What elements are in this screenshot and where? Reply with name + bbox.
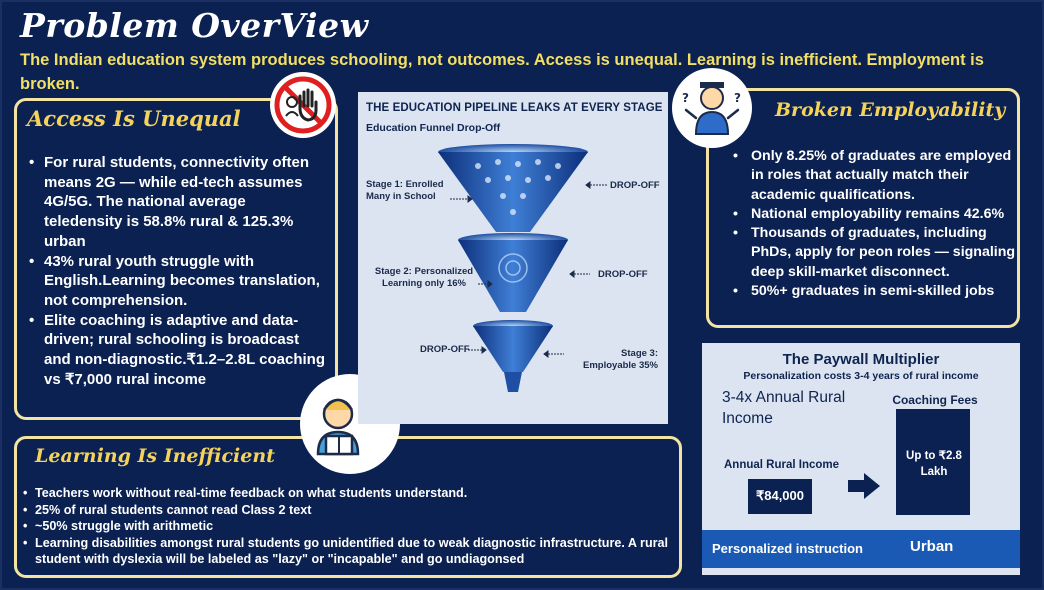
confused-graduate-icon: ? ?: [672, 68, 752, 148]
funnel-graphic: [438, 144, 608, 392]
coaching-fees-label: Coaching Fees: [892, 393, 978, 407]
student-reading-idea-icon: [300, 374, 400, 474]
employability-item: Thousands of graduates, including PhDs, …: [731, 224, 1017, 282]
access-item: 43% rural youth struggle with English.Le…: [27, 252, 327, 311]
dropoff-label-2: DROP-OFF: [598, 269, 648, 280]
access-title: Access Is Unequal: [27, 106, 241, 131]
stage1-label: Stage 1: Enrolled Many in School: [366, 179, 444, 202]
learning-title: Learning Is Inefficient: [35, 445, 275, 467]
dropoff-label-1: DROP-OFF: [610, 180, 660, 191]
funnel-title: THE EDUCATION PIPELINE LEAKS AT EVERY ST…: [366, 102, 663, 114]
dropoff-label-3: DROP-OFF: [420, 344, 470, 355]
footer-urban-label: Urban: [910, 538, 954, 555]
rural-income-value: ₹84,000: [755, 488, 805, 503]
svg-text:?: ?: [734, 91, 741, 105]
learning-list: Teachers work without real-time feedback…: [21, 485, 681, 568]
paywall-footer: Personalized instruction Urban: [702, 530, 1020, 568]
access-item: Elite coaching is adaptive and data-driv…: [27, 311, 327, 390]
employability-panel: Broken Employability Only 8.25% of gradu…: [706, 88, 1020, 328]
access-panel: Access Is Unequal For rural students, co…: [14, 98, 338, 420]
learning-item: Learning disabilities amongst rural stud…: [21, 535, 681, 568]
stage2-label: Stage 2: Personalized Learning only 16%: [374, 266, 474, 289]
arrow-right-icon: [848, 473, 880, 499]
paywall-subtitle: Personalization costs 3-4 years of rural…: [743, 370, 979, 382]
access-item: For rural students, connectivity often m…: [27, 153, 327, 252]
rural-income-bar: ₹84,000: [748, 479, 812, 514]
svg-text:?: ?: [682, 91, 689, 105]
employability-item: 50%+ graduates in semi-skilled jobs: [731, 282, 1017, 302]
funnel-panel: THE EDUCATION PIPELINE LEAKS AT EVERY ST…: [358, 92, 668, 424]
multiplier-text: 3-4x Annual Rural Income: [722, 389, 846, 427]
page-subtitle: The Indian education system produces sch…: [20, 51, 984, 93]
funnel-subtitle: Education Funnel Drop-Off: [366, 122, 501, 134]
stop-hand-icon: [270, 72, 336, 138]
employability-item: Only 8.25% of graduates are employed in …: [731, 147, 1017, 205]
employability-title: Broken Employability: [775, 99, 1006, 121]
paywall-title: The Paywall Multiplier: [782, 351, 940, 368]
learning-item: ~50% struggle with arithmetic: [21, 518, 681, 535]
coaching-fees-value: Up to ₹2.8 Lakh: [906, 450, 962, 478]
footer-personalized-label: Personalized instruction: [712, 541, 863, 556]
access-list: For rural students, connectivity often m…: [27, 153, 327, 389]
learning-item: Teachers work without real-time feedback…: [21, 485, 681, 502]
employability-list: Only 8.25% of graduates are employed in …: [731, 147, 1017, 302]
stage3-label: Stage 3: Employable 35%: [583, 348, 658, 371]
coaching-fees-bar: Up to ₹2.8 Lakh: [896, 409, 970, 515]
rural-income-label: Annual Rural Income: [724, 459, 840, 471]
paywall-panel: The Paywall Multiplier Personalization c…: [702, 343, 1020, 575]
learning-item: 25% of rural students cannot read Class …: [21, 502, 681, 519]
page-title: Problem OverView: [20, 6, 369, 45]
employability-item: National employability remains 42.6%: [731, 205, 1017, 225]
